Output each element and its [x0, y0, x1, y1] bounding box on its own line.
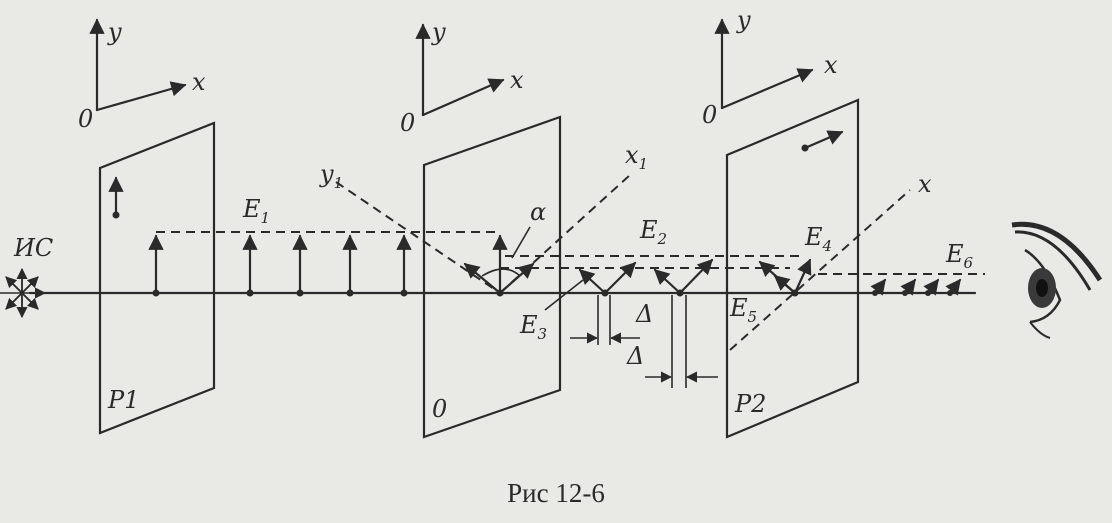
x-axis-label: x: [192, 68, 206, 96]
x-axis-label: x: [824, 51, 838, 79]
coord-system-1: y x 0: [78, 18, 206, 133]
origin-label: 0: [702, 101, 717, 129]
object-axes: y1 x1 α: [319, 141, 648, 297]
plate-label: 0: [432, 395, 447, 423]
y-axis-label: y: [107, 18, 122, 46]
transmission-axis-arrow: [803, 130, 844, 150]
figure-caption: Рис 12-6: [507, 478, 605, 508]
analyzer-p2: P2: [725, 98, 860, 439]
e3-label: E3: [519, 311, 547, 343]
analyzer-projections: x E4 E5: [729, 170, 985, 351]
e2-e3-components: E2 E3: [500, 216, 800, 343]
e4-label: E4: [804, 223, 832, 255]
delta-label: Δ: [626, 342, 644, 370]
plate-outline: [422, 115, 562, 439]
plate-outline: [725, 98, 860, 439]
x-axis-arrow: [720, 68, 814, 110]
object-plate-o: 0: [422, 115, 562, 439]
e2-label: E2: [639, 216, 667, 248]
source-label: ИС: [13, 234, 53, 262]
plate-label: P2: [734, 390, 766, 418]
origin-label: 0: [400, 109, 415, 137]
e6-label: E6: [945, 240, 974, 272]
phase-delta-2: Δ: [626, 295, 718, 388]
y-axis-label: y: [431, 18, 446, 46]
analyzer-axis: [729, 189, 911, 351]
alpha-label: α: [530, 198, 546, 226]
analyzer-axis-label: x: [918, 170, 932, 198]
delta-label: Δ: [635, 300, 653, 328]
light-source: ИС: [0, 234, 53, 319]
e1-label: E1: [242, 195, 270, 227]
eye-icon: [1011, 221, 1103, 339]
x1-label: x1: [625, 141, 648, 173]
x-axis-arrow: [95, 81, 187, 112]
y1-label: y1: [319, 160, 343, 192]
e1-vectors: E1: [148, 195, 500, 297]
x-axis-arrow: [421, 78, 505, 117]
coord-system-3: y x 0: [702, 6, 838, 129]
y-axis-label: y: [736, 6, 751, 34]
coord-system-2: y x 0: [400, 18, 524, 137]
y1-axis: [335, 181, 501, 294]
plate-label: P1: [107, 386, 139, 414]
e6-output: E6: [870, 240, 974, 296]
e5-label: E5: [729, 294, 757, 326]
origin-label: 0: [78, 105, 93, 133]
phase-delta-1: Δ: [570, 295, 653, 345]
plate-outline: [98, 121, 216, 435]
x-axis-label: x: [510, 66, 524, 94]
polarizer-p1: P1: [98, 121, 216, 435]
